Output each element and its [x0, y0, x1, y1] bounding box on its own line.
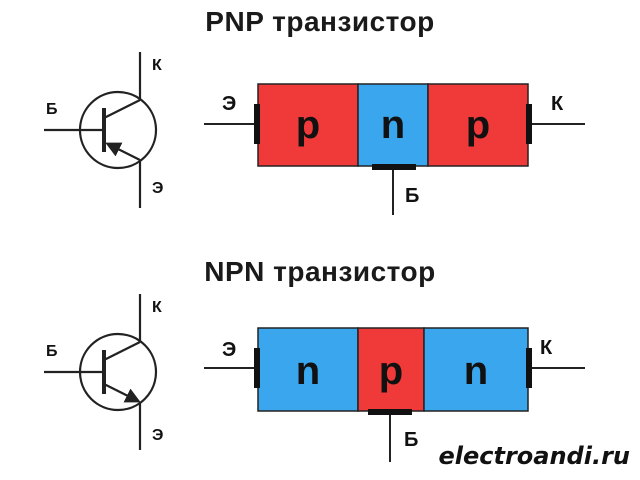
- pnp-layer-3: [427, 83, 529, 167]
- pnp-layer-3-label: p: [466, 103, 490, 147]
- pnp-symbol: К Б Э: [44, 52, 163, 208]
- pnp-emitter-arrow: [105, 142, 141, 161]
- watermark: electroandi.ru: [438, 442, 630, 470]
- pnp-left-contact: [254, 104, 260, 144]
- pnp-right-contact: [526, 104, 532, 144]
- npn-body: n p n Э К Б: [204, 327, 585, 462]
- npn-base-terminal-label: Б: [404, 429, 418, 451]
- npn-title: NPN транзистор: [204, 256, 436, 287]
- npn-left-terminal-label: Э: [222, 339, 236, 361]
- pnp-base-contact: [372, 164, 416, 170]
- pnp-symbol-collector-label: К: [152, 57, 162, 74]
- pnp-left-terminal-label: Э: [222, 93, 236, 115]
- npn-layer-3-label: n: [464, 349, 488, 393]
- pnp-right-terminal-label: К: [551, 93, 564, 115]
- npn-symbol-base-label: Б: [46, 343, 58, 360]
- npn-layer-3: [423, 327, 529, 412]
- npn-right-terminal-label: К: [540, 337, 553, 359]
- npn-right-contact: [526, 348, 532, 388]
- npn-collector-line: [103, 341, 141, 361]
- pnp-layer-2-label: n: [381, 103, 405, 147]
- pnp-collector-line: [103, 99, 141, 119]
- pnp-base-terminal-label: Б: [405, 185, 419, 207]
- npn-layer-2-label: p: [379, 349, 403, 393]
- npn-base-contact: [368, 409, 412, 415]
- npn-layer-2: [357, 327, 425, 412]
- npn-symbol-emitter-label: Э: [152, 427, 163, 444]
- pnp-title: PNP транзистор: [205, 6, 435, 37]
- pnp-body: p n p Э К Б: [204, 83, 585, 215]
- pnp-symbol-base-label: Б: [46, 101, 58, 118]
- pnp-symbol-emitter-label: Э: [152, 180, 163, 197]
- npn-symbol: К Б Э: [44, 294, 163, 450]
- npn-emitter-arrow: [103, 383, 141, 403]
- npn-symbol-collector-label: К: [152, 299, 162, 316]
- npn-layer-1-label: n: [296, 349, 320, 393]
- npn-left-contact: [254, 348, 260, 388]
- pnp-layer-1-label: p: [296, 103, 320, 147]
